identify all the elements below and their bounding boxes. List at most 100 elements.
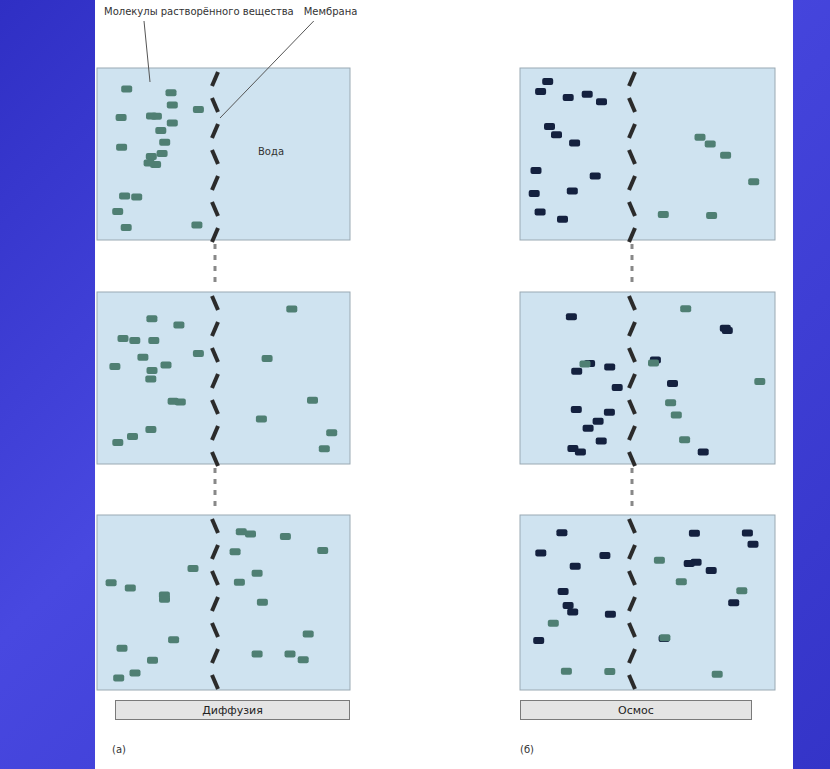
molecule (262, 355, 273, 362)
molecule (127, 433, 138, 440)
molecule (257, 599, 268, 606)
molecule (563, 602, 574, 609)
molecule (679, 436, 690, 443)
membrane-segment (212, 202, 218, 216)
molecule (566, 313, 577, 320)
molecule (252, 570, 263, 577)
molecule (168, 636, 179, 643)
molecule (544, 123, 555, 130)
molecule (129, 337, 140, 344)
molecule (590, 173, 601, 180)
membrane-segment (629, 623, 635, 637)
molecule (112, 439, 123, 446)
caption-text: Осмос (618, 704, 654, 717)
vessel-panel (97, 292, 350, 464)
molecule (596, 98, 607, 105)
membrane-segment (629, 228, 635, 242)
molecule (317, 547, 328, 554)
caption-text: Диффузия (202, 704, 263, 717)
molecule (319, 445, 330, 452)
molecule (571, 368, 582, 375)
molecule (689, 530, 700, 537)
molecule (280, 533, 291, 540)
membrane-segment (212, 597, 218, 611)
molecule (680, 305, 691, 312)
membrane-segment (212, 98, 218, 112)
molecule (722, 327, 733, 334)
molecule (605, 611, 616, 618)
molecule (167, 101, 178, 108)
molecule (286, 306, 297, 313)
molecule (604, 668, 615, 675)
molecule (551, 131, 562, 138)
molecule (728, 599, 739, 606)
molecule (558, 588, 569, 595)
molecule (230, 548, 241, 555)
molecule (236, 528, 247, 535)
molecule (173, 322, 184, 329)
molecule (155, 127, 166, 134)
membrane-segment (212, 400, 218, 414)
molecule (658, 211, 669, 218)
membrane-segment (212, 348, 218, 362)
molecule (569, 139, 580, 146)
membrane-link (214, 244, 217, 288)
molecule (113, 675, 124, 682)
molecule (557, 216, 568, 223)
molecule (159, 139, 170, 146)
molecule (116, 144, 127, 151)
panel-letter: (а) (112, 744, 126, 756)
molecule (659, 634, 670, 641)
molecule (671, 412, 682, 419)
membrane-segment (629, 545, 635, 559)
molecule (706, 212, 717, 219)
molecule (166, 89, 177, 96)
molecule (112, 208, 123, 215)
molecule (285, 650, 296, 657)
molecule (121, 224, 132, 231)
molecule (571, 406, 582, 413)
molecule (570, 563, 581, 570)
molecule (556, 529, 567, 536)
molecule (648, 360, 659, 367)
molecule (298, 656, 309, 663)
molecule (529, 190, 540, 197)
molecule (561, 668, 572, 675)
membrane-segment (212, 623, 218, 637)
molecule (147, 657, 158, 664)
membrane-segment (629, 150, 635, 164)
molecule (130, 669, 141, 676)
molecule (191, 222, 202, 229)
vessel-panel (97, 515, 350, 690)
leader-line (220, 21, 314, 118)
molecule (234, 579, 245, 586)
molecule (109, 363, 120, 370)
molecule (583, 425, 594, 432)
molecule (167, 120, 178, 127)
molecule (599, 552, 610, 559)
molecule (548, 620, 559, 627)
molecule (535, 88, 546, 95)
molecule (684, 560, 695, 567)
membrane-segment (212, 296, 218, 310)
molecule (188, 565, 199, 572)
molecule (720, 152, 731, 159)
membrane-segment (629, 374, 635, 388)
caption-bar: Осмос (520, 700, 752, 720)
molecule (118, 335, 129, 342)
membrane-segment (629, 649, 635, 663)
molecule (116, 114, 127, 121)
membrane-label: Мембрана (304, 6, 358, 18)
water-label: Вода (258, 146, 284, 158)
membrane-segment (212, 675, 218, 689)
molecule (654, 557, 665, 564)
molecule (748, 178, 759, 185)
membrane-segment (212, 649, 218, 663)
molecule (754, 378, 765, 385)
molecule (698, 449, 709, 456)
molecule (676, 578, 687, 585)
membrane-segment (629, 426, 635, 440)
membrane-segment (629, 597, 635, 611)
membrane-segment (212, 150, 218, 164)
molecule-label: Молекулы растворённого вещества (104, 6, 294, 18)
